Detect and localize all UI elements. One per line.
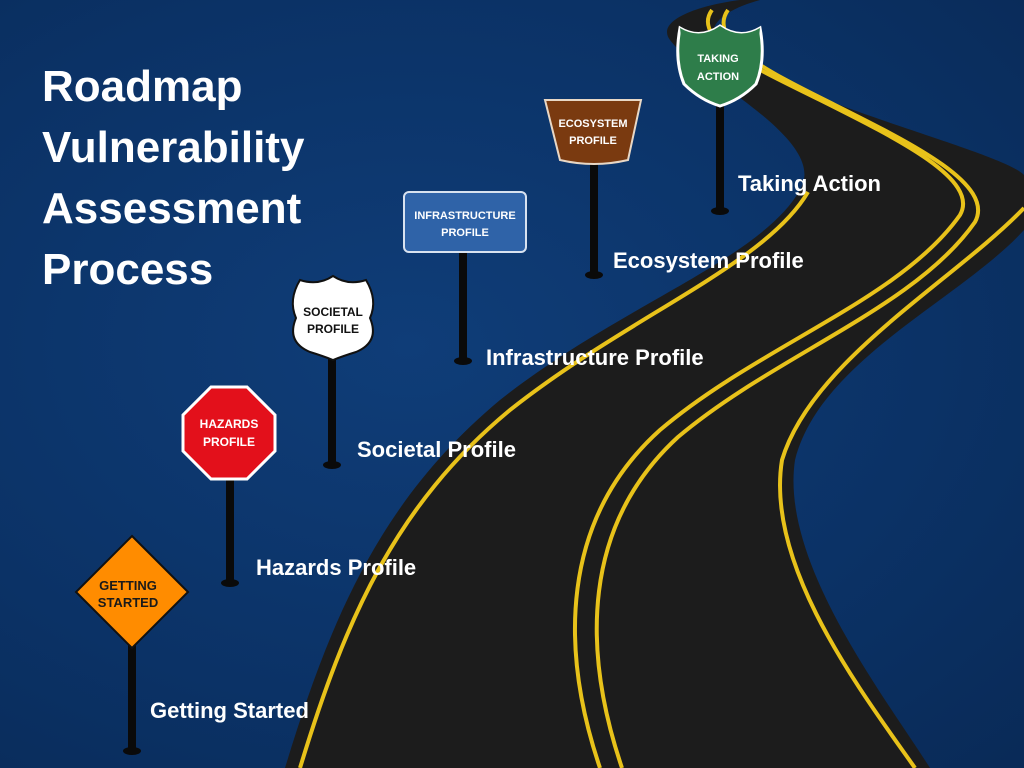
title-line-1: Roadmap	[42, 62, 243, 111]
taking-action-label: Taking Action	[738, 171, 881, 196]
taking-action-sign-icon: TAKING ACTION	[676, 24, 764, 108]
taking-action-sign-line1: TAKING	[697, 53, 738, 65]
road-center-line-2	[594, 8, 980, 768]
societal-sign-line2: PROFILE	[307, 322, 359, 336]
road-center-line-1	[573, 8, 965, 768]
title-line-3: Assessment	[42, 184, 302, 233]
societal-profile-label: Societal Profile	[357, 437, 516, 462]
societal-sign-line1: SOCIETAL	[303, 305, 363, 319]
infrastructure-sign-icon: INFRASTRUCTURE PROFILE	[403, 191, 527, 253]
hazards-profile-label: Hazards Profile	[256, 555, 417, 580]
title-line-4: Process	[42, 245, 214, 294]
infrastructure-sign-line2: PROFILE	[441, 227, 489, 239]
ecosystem-sign-line2: PROFILE	[569, 135, 617, 147]
taking-action-sign-line2: ACTION	[697, 71, 739, 83]
getting-started-sign-line2: STARTED	[98, 595, 158, 610]
ecosystem-sign-icon: ECOSYSTEM PROFILE	[543, 99, 643, 165]
hazards-sign-icon: HAZARDS PROFILE	[181, 385, 277, 481]
road-edge-right	[778, 206, 1024, 768]
hazards-sign-line2: PROFILE	[203, 435, 255, 449]
sign-posts	[123, 106, 729, 755]
societal-sign-icon: SOCIETAL PROFILE	[291, 274, 375, 362]
page-title: Roadmap Vulnerability Assessment Process	[42, 56, 362, 300]
ecosystem-profile-label: Ecosystem Profile	[613, 248, 804, 273]
title-line-2: Vulnerability	[42, 123, 305, 172]
getting-started-sign-icon: GETTING STARTED	[74, 534, 190, 650]
road-edge-left	[298, 190, 810, 768]
road-surface	[285, 0, 1024, 768]
ecosystem-sign-line1: ECOSYSTEM	[558, 118, 627, 130]
getting-started-sign-line1: GETTING	[99, 578, 157, 593]
hazards-sign-line1: HAZARDS	[200, 417, 259, 431]
infrastructure-sign-line1: INFRASTRUCTURE	[414, 210, 515, 222]
infrastructure-profile-label: Infrastructure Profile	[486, 345, 704, 370]
getting-started-label: Getting Started	[150, 698, 309, 723]
